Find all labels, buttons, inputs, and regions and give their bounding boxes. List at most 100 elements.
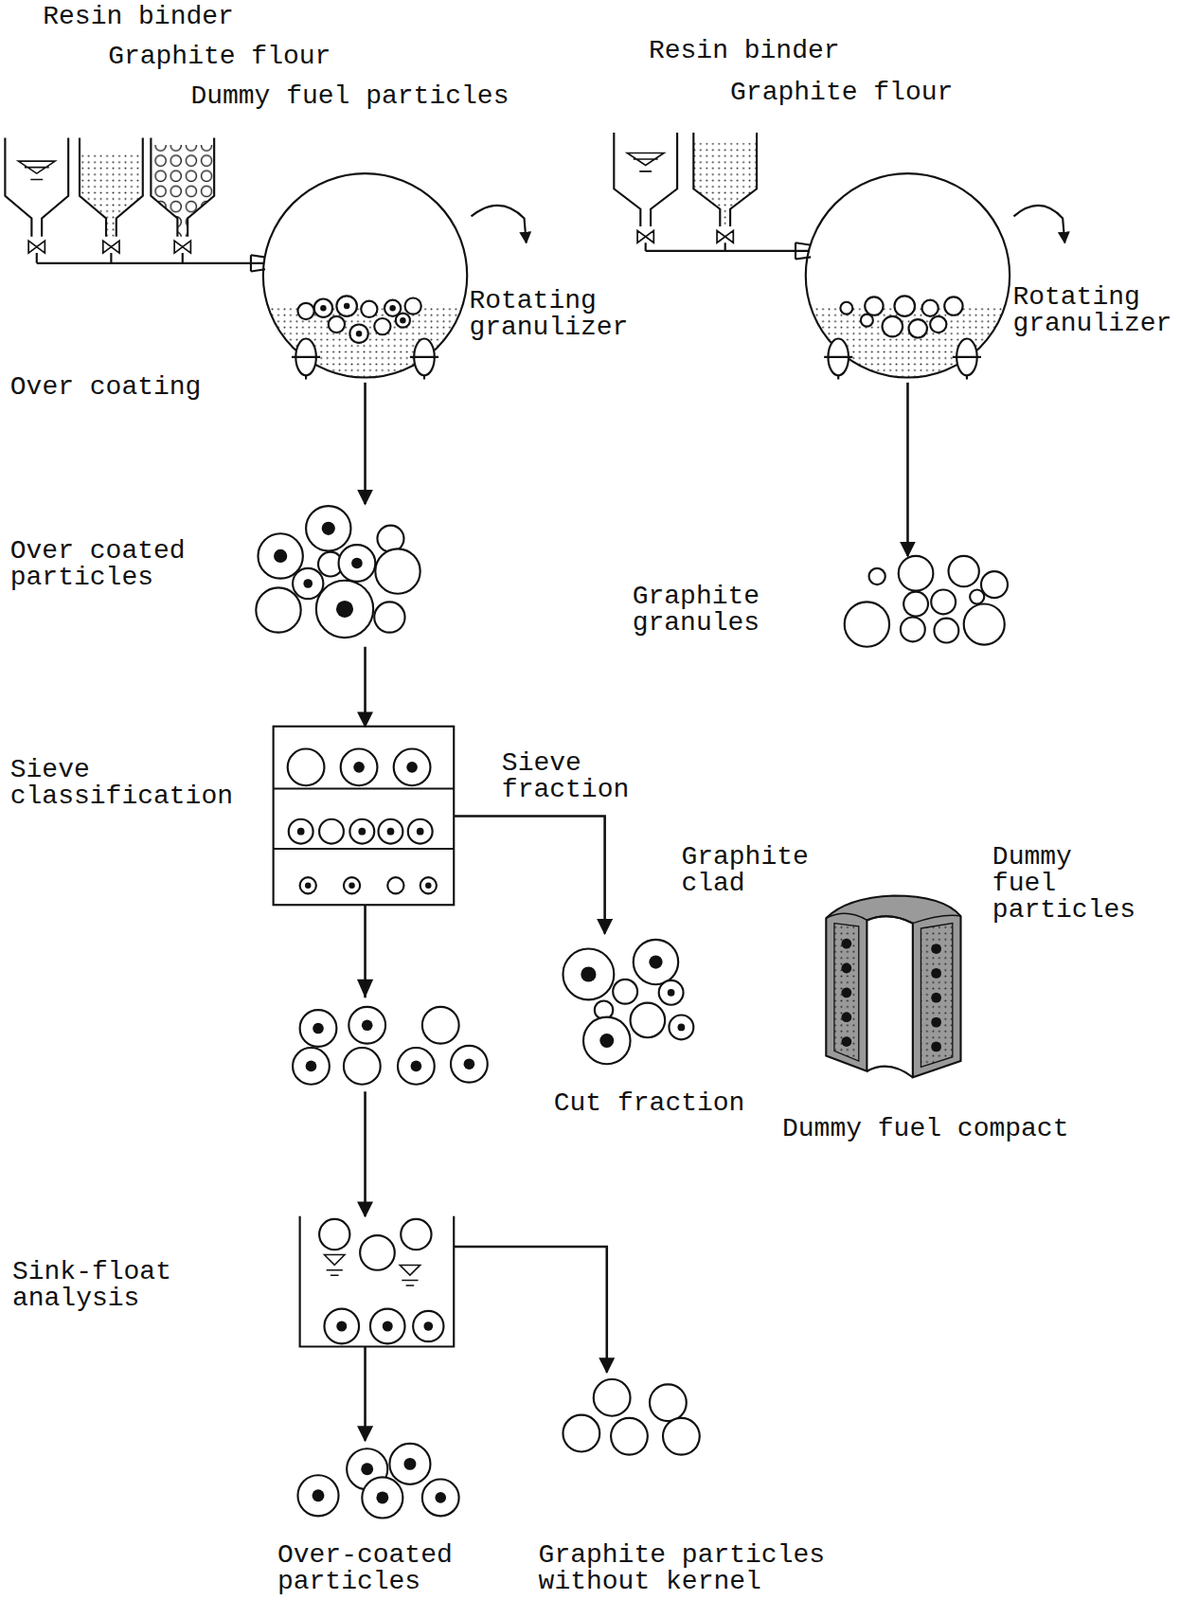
flow-arrow (363, 904, 367, 1216)
particle (328, 316, 345, 333)
part-label: Graphite flour (730, 79, 953, 107)
kernel (305, 1060, 318, 1073)
kernel (351, 557, 363, 570)
kernel (389, 304, 395, 311)
particle (339, 544, 376, 582)
kernel (416, 827, 425, 836)
particle (662, 1417, 700, 1455)
stage-label: Over-coated particles (277, 1541, 475, 1595)
particle (844, 601, 890, 646)
process-stage: Graphite particles without kernel (558, 1371, 707, 1464)
particle (314, 299, 333, 318)
stage-label: Sink-float analysis (12, 1258, 195, 1312)
process-stage: Over coatingRotating granulizer (263, 173, 467, 383)
kernel (320, 304, 326, 311)
process-stage: Over-coated particles (295, 1440, 465, 1520)
kernel (403, 1457, 416, 1470)
kernel (399, 317, 406, 323)
particle (359, 1234, 395, 1270)
kernel (356, 330, 362, 337)
kernel (361, 1019, 374, 1031)
particle (343, 876, 360, 894)
particle (869, 568, 886, 585)
particle (316, 580, 374, 638)
kernel (599, 1033, 614, 1048)
particle (319, 1218, 350, 1250)
particle (292, 1047, 330, 1085)
particle (969, 589, 984, 604)
particle (288, 819, 314, 844)
particle (348, 1006, 386, 1044)
fuel-kernel (930, 967, 942, 979)
stage-label: Graphite particles without kernel (538, 1541, 848, 1595)
particle (319, 819, 344, 844)
kernel (357, 827, 366, 836)
particle (860, 314, 874, 327)
particle (255, 587, 301, 632)
flow-arrow (363, 646, 367, 727)
flow-arrow (363, 1346, 367, 1441)
particle (840, 302, 853, 315)
kernel (678, 1023, 686, 1032)
particle (909, 319, 928, 338)
stage-label: Over coated particles (10, 537, 208, 591)
fuel-kernel (930, 992, 942, 1003)
stage-label: Graphite granules (632, 583, 783, 637)
kernel (336, 600, 354, 618)
particle (349, 323, 368, 342)
kernel (382, 1321, 394, 1332)
particle (375, 548, 420, 593)
particle (422, 1479, 460, 1517)
particle (340, 748, 378, 786)
fuel-kernel (840, 986, 852, 998)
kernel (360, 1462, 374, 1475)
particle (930, 589, 956, 614)
particle (374, 601, 405, 632)
particle (900, 617, 926, 643)
particle (922, 300, 939, 317)
part-label: Graphite flour (107, 43, 331, 71)
particle (933, 618, 959, 644)
fuel-kernel (840, 938, 852, 949)
particle (257, 533, 303, 578)
kernel (343, 303, 350, 309)
particle (378, 819, 404, 844)
kernel (387, 827, 395, 836)
particle (422, 1006, 460, 1044)
particle (297, 303, 314, 320)
particle (612, 979, 638, 1004)
particle (370, 1308, 406, 1344)
fuel-kernel (840, 1036, 852, 1047)
process-stage: Graphite granules (848, 555, 1007, 653)
particle (287, 748, 325, 786)
particle (593, 1378, 631, 1416)
kernel (425, 882, 431, 889)
flow-arrow (906, 382, 910, 556)
kernel (648, 954, 662, 968)
particle (292, 568, 323, 599)
fuel-kernel (930, 1041, 942, 1053)
part-label: Dummy fuel particles (992, 843, 1143, 924)
fuel-kernel (930, 943, 942, 954)
kernel (423, 1321, 433, 1331)
stage-label: Rotating granulizer (1012, 284, 1180, 338)
kernel (273, 549, 287, 563)
particle (349, 819, 375, 844)
particle (929, 316, 947, 333)
particle (562, 948, 614, 1001)
kernel (321, 521, 336, 536)
flow-arrow (453, 1246, 608, 1372)
particle (893, 295, 915, 317)
particle (400, 1218, 431, 1250)
kernel (304, 882, 311, 889)
kernel (464, 1057, 476, 1070)
stage-label: Sieve classification (10, 756, 256, 810)
stage-label: Over coating (10, 374, 202, 401)
fuel-kernel (840, 1011, 852, 1022)
particle (393, 748, 431, 786)
particle (864, 296, 883, 315)
edge-label: Sieve fraction (501, 750, 652, 804)
flow-arrow (363, 382, 367, 504)
particle (898, 555, 934, 591)
flow-arrow (453, 816, 605, 934)
